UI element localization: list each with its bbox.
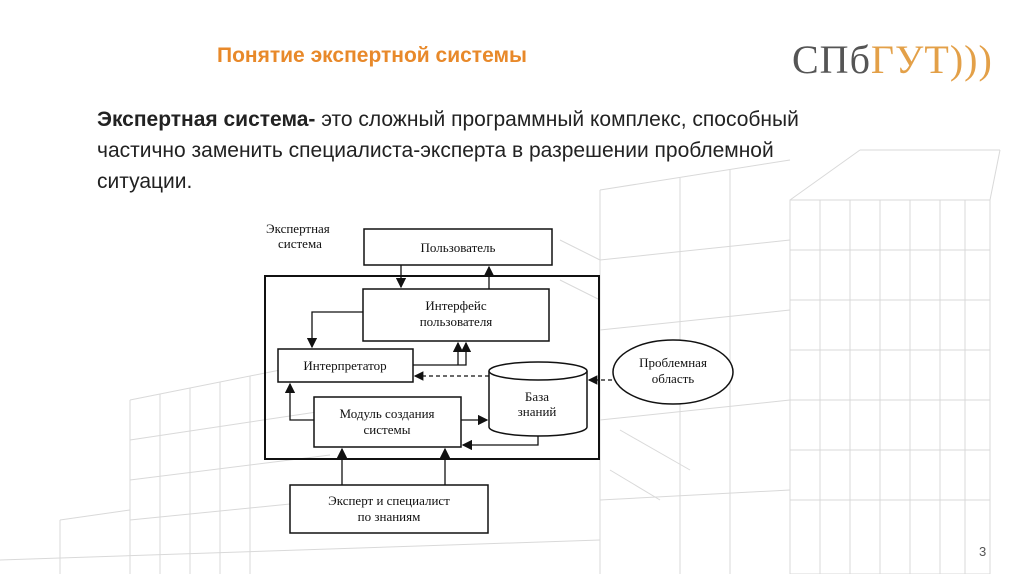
slide-title: Понятие экспертной системы [217,44,527,67]
interface-box [362,288,550,342]
expert-system-frame [264,275,600,460]
logo-text-left: СПб [792,37,871,82]
user-label: Пользователь [421,240,496,255]
module-label-line1: Модуль создания [339,406,434,421]
definition-text: это сложный программный комплекс, способ… [97,108,799,193]
problem-label-line2: область [652,371,694,386]
page-number: 3 [979,544,987,559]
interpreter-box [277,348,414,383]
knowledge-base-cylinder [488,361,588,437]
expert-label-line1: Эксперт и специалист [328,493,450,508]
interface-label-line1: Интерфейс [425,298,486,313]
arrow-module-to-interpreter [284,382,314,421]
arrow-interface-to-interpreter [306,311,363,349]
definition-paragraph: Экспертная система- это сложный программ… [97,104,837,197]
expert-box [289,484,489,534]
kb-label-line2: знаний [518,404,557,419]
problem-area-ellipse [612,339,734,405]
kb-label-line1: База [525,389,549,404]
interpreter-label: Интерпретатор [303,358,386,373]
module-label-line2: системы [364,422,411,437]
logo-waves-icon: ))) [949,37,993,82]
system-label-line2: система [278,236,322,251]
problem-label-line1: Проблемная [639,355,707,370]
system-label-line1: Экспертная [266,221,330,236]
spbgut-logo: СПбГУТ))) [792,36,993,83]
definition-term: Экспертная система- [97,108,316,131]
arrow-kb-to-module [461,436,539,451]
expert-label-line2: по знаниям [358,509,421,524]
logo-text-right: ГУТ [870,37,950,82]
arrow-interpreter-to-interface-2 [413,341,472,366]
interface-label-line2: пользователя [420,314,493,329]
module-box [313,396,462,448]
user-box [363,228,553,266]
